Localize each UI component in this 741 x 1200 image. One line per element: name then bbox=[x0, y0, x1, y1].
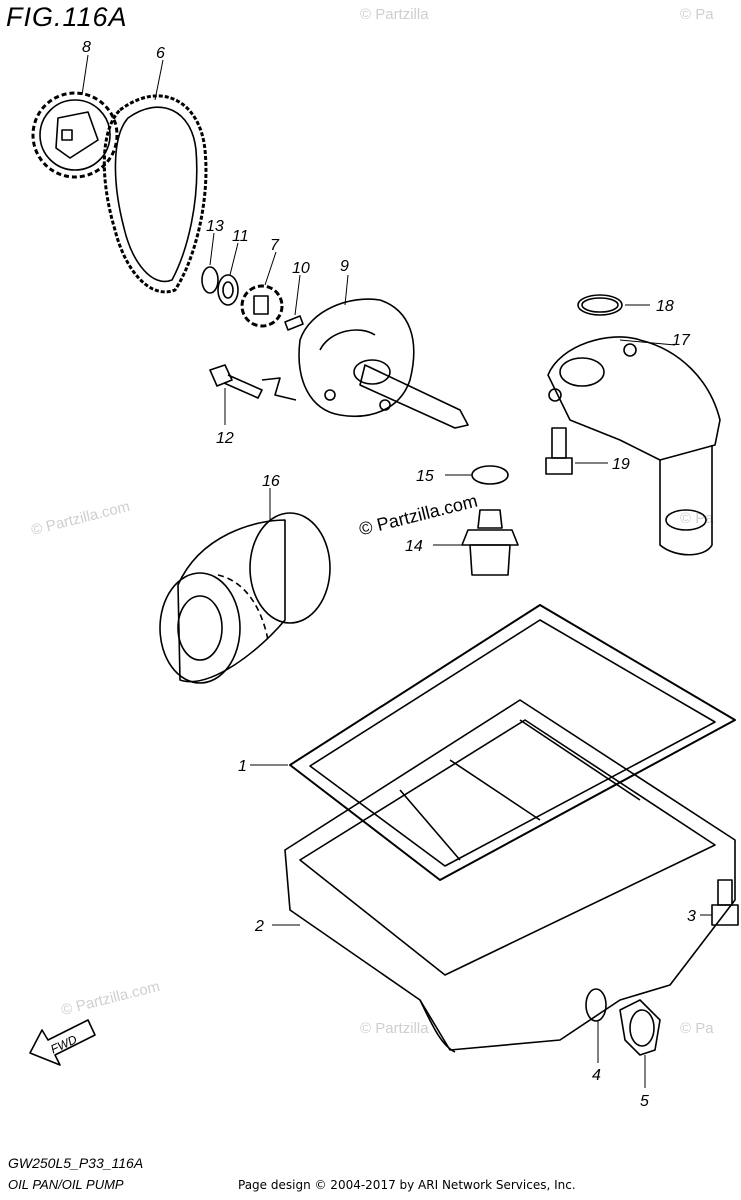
callout-16: 16 bbox=[262, 473, 280, 490]
pin-10 bbox=[284, 315, 304, 331]
gasket-1 bbox=[289, 604, 736, 881]
o-ring-18 bbox=[577, 294, 623, 316]
watermark: © Pa bbox=[680, 6, 714, 23]
bolt-3 bbox=[711, 879, 739, 926]
callout-3: 3 bbox=[687, 908, 696, 925]
copyright-notice: Page design © 2004-2017 by ARI Network S… bbox=[238, 1178, 576, 1192]
callout-18: 18 bbox=[656, 298, 674, 315]
washer-4 bbox=[585, 988, 607, 1022]
fwd-label: FWD bbox=[48, 1032, 79, 1056]
oil-filter-16 bbox=[159, 512, 331, 684]
cap-17 bbox=[547, 336, 721, 556]
oil-pump-9 bbox=[298, 298, 469, 429]
callout-2: 2 bbox=[254, 918, 264, 935]
callout-1: 1 bbox=[238, 758, 247, 775]
callout-9: 9 bbox=[340, 258, 349, 275]
oil-pan-2 bbox=[284, 699, 736, 1053]
callout-6: 6 bbox=[156, 45, 165, 62]
callout-15: 15 bbox=[416, 468, 434, 485]
drain-plug-5 bbox=[619, 999, 661, 1056]
callout-12: 12 bbox=[216, 430, 234, 447]
figure-code: GW250L5_P33_116A bbox=[8, 1155, 144, 1171]
switch-14 bbox=[461, 509, 519, 576]
watermark: © Partzilla bbox=[360, 1020, 429, 1037]
callout-17: 17 bbox=[672, 332, 691, 349]
callout-14: 14 bbox=[405, 538, 423, 555]
callout-19: 19 bbox=[612, 456, 630, 473]
gear-7 bbox=[240, 284, 284, 328]
watermark: © Partzilla bbox=[360, 6, 429, 23]
callout-4: 4 bbox=[592, 1067, 601, 1084]
sprocket-8 bbox=[31, 91, 119, 179]
bolt-19 bbox=[545, 427, 573, 475]
callout-8: 8 bbox=[82, 39, 91, 56]
figure-description: OIL PAN/OIL PUMP bbox=[8, 1177, 124, 1192]
watermark: © Pa bbox=[680, 1020, 714, 1037]
bolt-12 bbox=[209, 364, 297, 401]
callout-10: 10 bbox=[292, 260, 310, 277]
callout-5: 5 bbox=[640, 1093, 649, 1110]
fwd-arrow-icon bbox=[29, 1019, 96, 1066]
figure-title: FIG.116A bbox=[6, 2, 128, 32]
gasket-15 bbox=[471, 465, 509, 485]
callout-7: 7 bbox=[270, 237, 280, 254]
washer-11 bbox=[217, 274, 239, 306]
circlip-13 bbox=[201, 266, 219, 294]
callout-13: 13 bbox=[206, 218, 224, 235]
chain-6 bbox=[102, 94, 208, 294]
callout-11: 11 bbox=[232, 228, 249, 245]
